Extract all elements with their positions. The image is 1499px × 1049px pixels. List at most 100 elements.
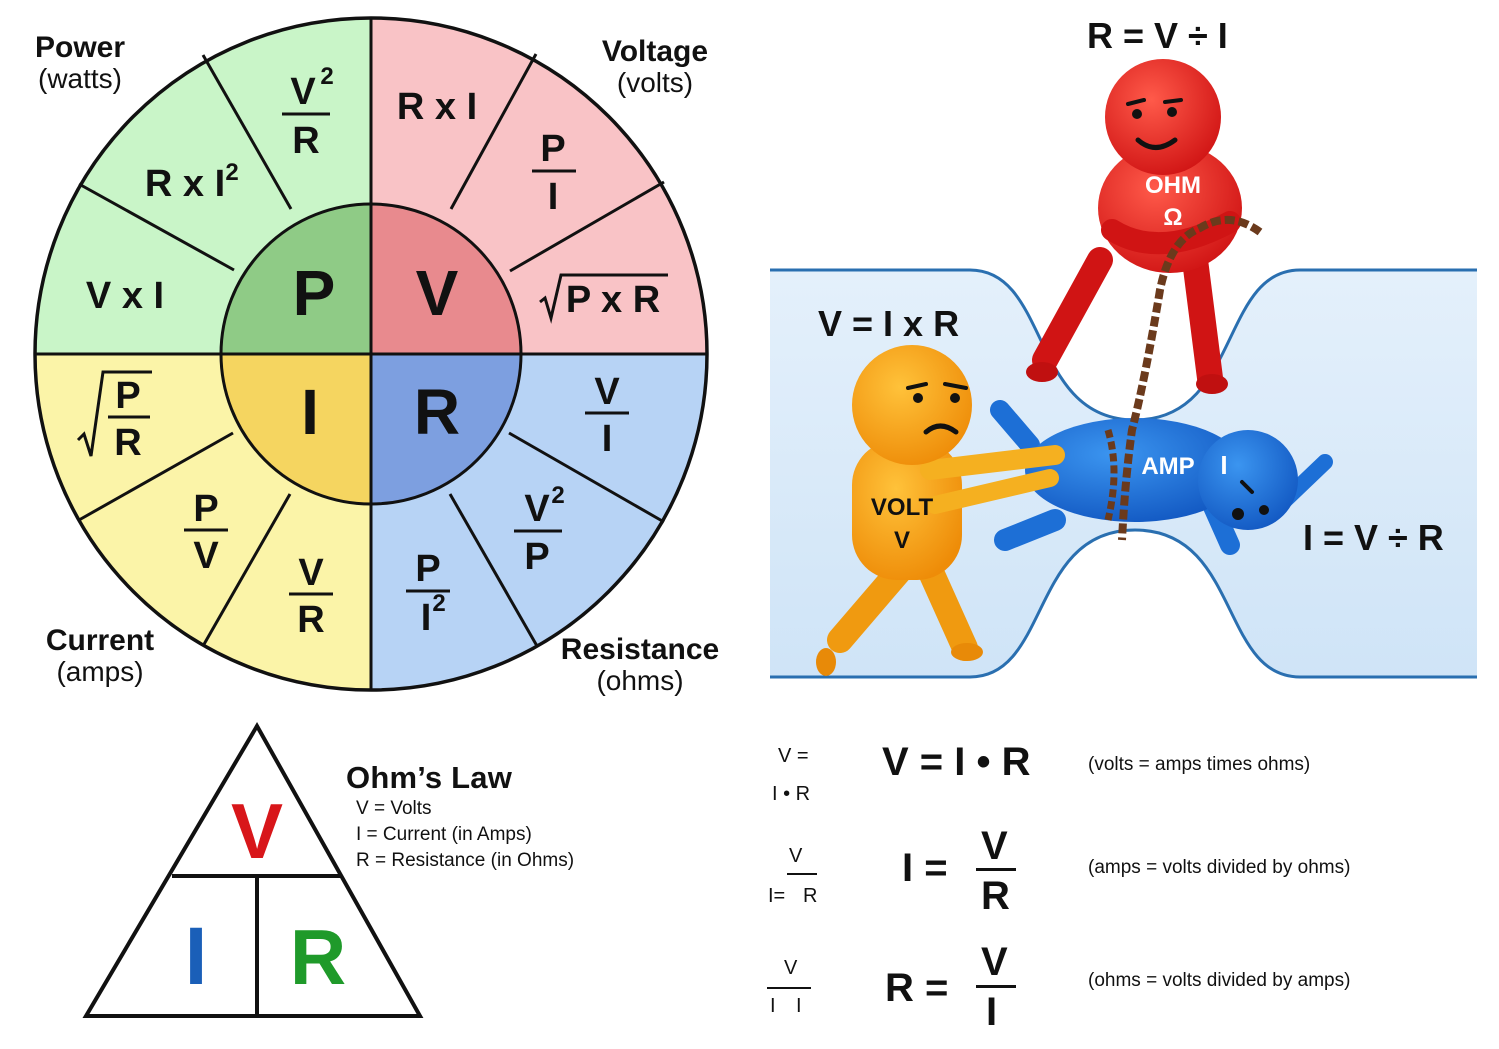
ohms-law-cartoon: OHM Ω AMP I VOLT V R = V ÷ I V = I x R (770, 15, 1477, 679)
quadrant-label-voltage: Voltage (volts) (590, 36, 720, 97)
center-letter-v: V (416, 257, 459, 329)
resistance-title: Resistance (560, 633, 720, 666)
formula-current-p-over-v: P V (184, 488, 228, 577)
amp-symbol: I (1220, 450, 1227, 480)
volt-symbol: V (894, 527, 910, 554)
svg-text:R: R (292, 120, 319, 162)
formula-resistance-v-over-i: V I (585, 371, 629, 460)
ohm-name: OHM (1145, 172, 1201, 199)
ohm-symbol: Ω (1163, 204, 1182, 231)
small-eq-r-num: V (784, 957, 798, 979)
svg-text:2: 2 (551, 482, 564, 509)
small-eq-i-prefix: I= (768, 885, 786, 907)
svg-text:2: 2 (225, 159, 238, 186)
small-eq-v-top: V = (778, 745, 809, 767)
volt-character (816, 345, 1065, 676)
svg-text:V: V (594, 371, 620, 413)
svg-text:2: 2 (320, 63, 333, 90)
small-eq-r-den-b: I (796, 995, 802, 1017)
center-letter-i: I (301, 376, 319, 448)
wheel-i-inner (221, 354, 371, 504)
small-eq-i-num: V (789, 845, 803, 867)
wheel-v-inner (371, 204, 521, 354)
svg-text:P: P (193, 488, 218, 530)
ohm-character (1026, 59, 1242, 394)
quadrant-label-power: Power (watts) (20, 32, 140, 93)
vir-triangle: V I R (82, 721, 424, 1018)
legend-line-current: I = Current (in Amps) (356, 824, 532, 845)
volt-name: VOLT (871, 494, 934, 521)
svg-text:R: R (114, 422, 141, 464)
eq-r-v-div-i: R = V ÷ I (1087, 15, 1228, 56)
legend-line-resistance: R = Resistance (in Ohms) (356, 850, 575, 871)
svg-text:I: I (421, 597, 432, 639)
formula-current-v-over-r: V R (289, 552, 333, 641)
small-eq-i-den: R (803, 885, 818, 907)
svg-text:2: 2 (432, 590, 445, 617)
svg-text:I: I (548, 176, 559, 218)
svg-text:P: P (524, 536, 549, 578)
current-title: Current (45, 624, 155, 657)
formula-resistance-p-over-i2: P I 2 (406, 548, 450, 639)
formula-voltage-p-over-i: P I (532, 128, 576, 218)
eq-v-i-x-r: V = I x R (818, 303, 959, 344)
small-eq-i: V I= R (765, 845, 825, 915)
svg-text:P x R: P x R (566, 279, 660, 321)
triangle-i: I (185, 911, 208, 1002)
big-eq-i-num: V (981, 824, 1008, 868)
formula-power-v2-over-r: V 2 R (282, 63, 334, 162)
big-eq-i-lhs: I = (902, 846, 948, 890)
small-eq-r: V I I (765, 957, 825, 1027)
formula-voltage-sqrt-p-x-r: P x R (539, 273, 668, 324)
formula-resistance-v2-over-p: V 2 P (514, 482, 565, 578)
wheel-p-inner (221, 204, 371, 354)
center-letter-r: R (414, 376, 460, 448)
small-eq-v-bottom: I • R (772, 783, 811, 805)
svg-text:V: V (290, 71, 316, 113)
amp-character (990, 400, 1333, 555)
big-eq-i-den: R (981, 874, 1010, 918)
wheel-r-inner (371, 354, 521, 504)
note-ohms: (ohms = volts divided by amps) (1088, 970, 1351, 991)
formula-power-v-x-i: V x I (86, 275, 164, 317)
note-amps: (amps = volts divided by ohms) (1088, 857, 1351, 878)
svg-text:V: V (193, 535, 219, 577)
amp-name: AMP (1141, 453, 1194, 480)
resistance-unit: (ohms) (596, 664, 684, 696)
power-title: Power (34, 31, 126, 64)
formula-current-sqrt-p-over-r: P R (76, 370, 152, 464)
svg-text:P: P (415, 548, 440, 590)
svg-text:R x I: R x I (145, 163, 225, 205)
small-eq-r-den-a: I (770, 995, 776, 1017)
big-eq-r-lhs: R = (885, 966, 949, 1010)
svg-text:I: I (602, 418, 613, 460)
voltage-title: Voltage (601, 35, 709, 68)
big-eq-i-fraction-bar (976, 868, 1016, 871)
big-eq-v-i-r: V = I • R (882, 740, 1031, 784)
ohms-law-wheel: P V I R V 2 R R x I 2 V x I R x I P I (33, 16, 709, 692)
formula-voltage-r-x-i: R x I (397, 86, 477, 128)
small-eq-v: V = I • R (772, 737, 810, 813)
eq-i-v-div-r: I = V ÷ R (1303, 517, 1444, 558)
big-eq-r-num: V (981, 940, 1008, 984)
svg-text:P: P (115, 375, 140, 417)
voltage-unit: (volts) (616, 66, 694, 98)
power-unit: (watts) (38, 62, 122, 94)
big-eq-r-fraction-bar (976, 985, 1016, 988)
note-volts: (volts = amps times ohms) (1088, 754, 1311, 775)
triangle-r: R (290, 913, 346, 1001)
legend-title: Ohm’s Law (346, 760, 513, 795)
current-unit: (amps) (56, 655, 144, 687)
triangle-v: V (231, 787, 283, 875)
legend-line-volts: V = Volts (356, 798, 432, 819)
ohms-law-legend: Ohm’s Law V = Volts I = Current (in Amps… (346, 760, 574, 874)
formula-power-r-x-i2: R x I 2 (145, 159, 239, 205)
quadrant-label-resistance: Resistance (ohms) (560, 634, 720, 695)
center-letter-p: P (293, 257, 336, 329)
quadrant-label-current: Current (amps) (35, 625, 165, 686)
svg-text:V: V (298, 552, 324, 594)
svg-text:V: V (524, 488, 550, 530)
svg-text:R: R (297, 599, 324, 641)
rope (1118, 215, 1263, 541)
big-eq-r-den: I (986, 990, 998, 1034)
